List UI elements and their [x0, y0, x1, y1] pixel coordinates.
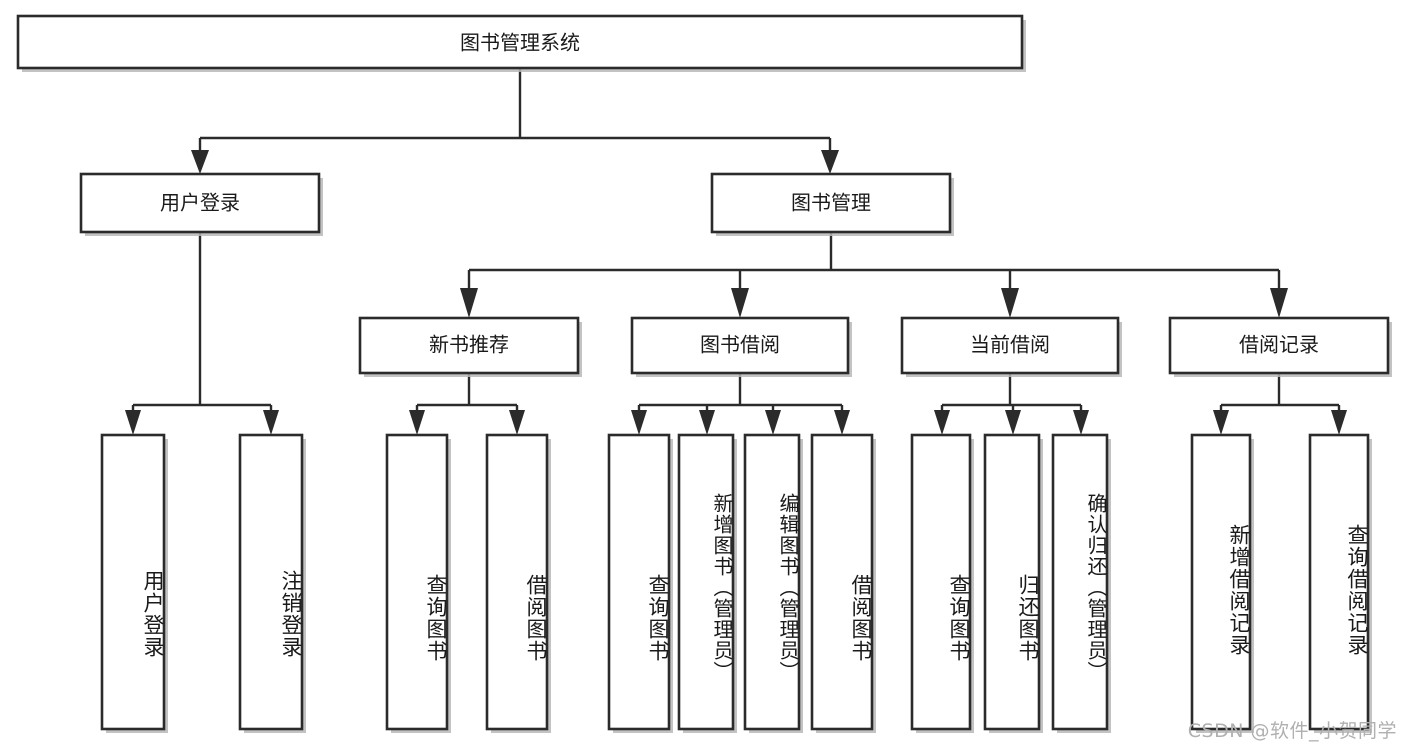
arrow-head-leaf-return-book [1005, 410, 1021, 435]
arrow-head-leaf-query-book-2 [631, 410, 647, 435]
arrow-head-current-borrow [1001, 288, 1019, 318]
arrow-head-user-login [191, 150, 209, 174]
node-leaf-confirm-return-box[interactable] [1051, 433, 1109, 731]
node-book-manage-box[interactable] [710, 172, 952, 234]
arrow-head-leaf-borrow-book-2 [834, 410, 850, 435]
node-leaf-query-book-3-box[interactable] [910, 433, 972, 731]
node-leaf-logout-box[interactable] [238, 433, 304, 731]
arrow-head-leaf-user-login [125, 410, 141, 435]
node-leaf-edit-book-box[interactable] [743, 433, 801, 731]
node-book-manage-label: 图书管理 [791, 191, 871, 215]
arrow-head-leaf-add-record [1213, 410, 1229, 435]
arrow-head-leaf-query-record [1331, 410, 1347, 435]
node-root-label: 图书管理系统 [460, 31, 580, 55]
arrow-head-borrow-record [1270, 288, 1288, 318]
arrow-head-new-book-recommend [460, 288, 478, 318]
arrow-head-book-borrow [731, 288, 749, 318]
arrow-head-leaf-query-book-3 [934, 410, 950, 435]
node-book-borrow-label: 图书借阅 [700, 333, 780, 357]
csdn-watermark: CSDN @软件_小贺同学 [1187, 720, 1397, 742]
node-user-login-label: 用户登录 [160, 191, 240, 215]
arrow-head-leaf-edit-book [765, 410, 781, 435]
node-leaf-user-login-box[interactable] [100, 433, 166, 731]
node-book-borrow-box[interactable] [630, 316, 850, 375]
node-leaf-query-book-2-box[interactable] [607, 433, 671, 731]
node-new-book-recommend-box[interactable] [358, 316, 580, 375]
node-current-borrow-box[interactable] [900, 316, 1120, 375]
node-root-box[interactable] [16, 14, 1024, 70]
node-leaf-query-record-box[interactable] [1308, 433, 1370, 731]
node-leaf-add-book-box[interactable] [677, 433, 735, 731]
arrow-head-book-manage [821, 150, 839, 174]
node-borrow-record-label: 借阅记录 [1239, 333, 1319, 357]
arrow-head-leaf-logout [263, 410, 279, 435]
arrow-head-leaf-add-book [699, 410, 715, 435]
node-user-login-box[interactable] [79, 172, 321, 234]
arrow-head-leaf-query-book-1 [409, 410, 425, 435]
node-leaf-borrow-book-1-box[interactable] [485, 433, 549, 731]
node-leaf-return-book-box[interactable] [983, 433, 1041, 731]
arrow-head-leaf-confirm-return [1073, 410, 1089, 435]
connector-layer [125, 68, 1347, 435]
node-leaf-borrow-book-2-box[interactable] [810, 433, 874, 731]
node-leaf-add-record-box[interactable] [1190, 433, 1252, 731]
node-new-book-recommend-label: 新书推荐 [429, 333, 509, 357]
node-leaf-query-book-1-box[interactable] [385, 433, 449, 731]
node-current-borrow-label: 当前借阅 [970, 333, 1050, 357]
arrow-head-leaf-borrow-book-1 [509, 410, 525, 435]
node-layer: 图书管理系统 用户登录 图书管理 新书推荐 图书借阅 当前借阅 借阅记录 [16, 14, 1392, 733]
node-borrow-record-box[interactable] [1168, 316, 1390, 375]
